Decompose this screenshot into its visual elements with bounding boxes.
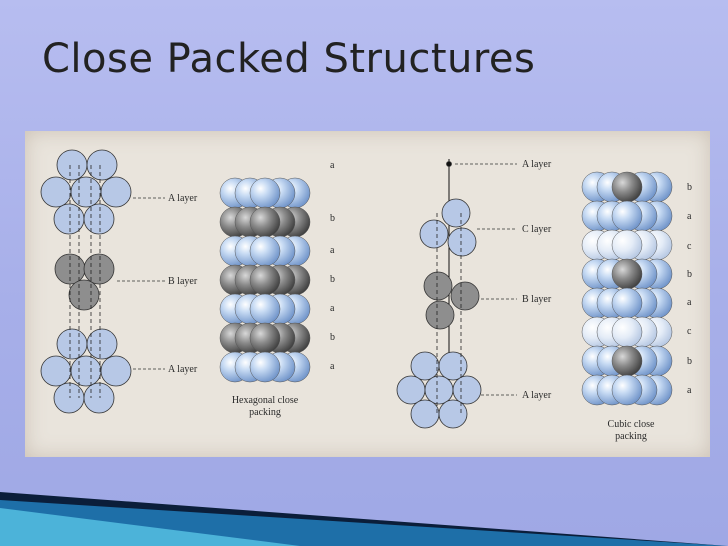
hcp-a-layer-bottom [40, 328, 132, 414]
sphere [249, 351, 281, 383]
ccp-label-b: B layer [522, 294, 552, 305]
hcp-alignment-lines [69, 165, 101, 398]
hcp-stack-column [219, 177, 311, 383]
ccp-label-c: C layer [522, 224, 552, 235]
sphere [611, 316, 643, 348]
ccp-stack-letter: a [687, 297, 692, 308]
hcp-b-layer [54, 253, 115, 311]
ccp-stack-letter: a [687, 385, 692, 396]
ccp-stack-letter: b [687, 182, 692, 193]
sphere [249, 293, 281, 325]
sphere [249, 206, 281, 238]
hcp-stack-letter: b [330, 213, 335, 224]
sphere [611, 258, 643, 290]
hcp-exploded-layers [40, 149, 165, 414]
ccp-caption-line2: packing [615, 431, 647, 442]
close-packing-diagram: A layer B layer A layer a b a b a b a He… [40, 149, 692, 442]
ccp-stack-letter: b [687, 269, 692, 280]
sphere [611, 374, 643, 406]
ccp-caption-line1: Cubic close [608, 419, 655, 430]
hcp-label-a-bottom: A layer [168, 364, 198, 375]
hcp-label-arrows [117, 197, 165, 370]
hcp-caption-line1: Hexagonal close [232, 395, 299, 406]
sphere [249, 235, 281, 267]
hcp-stack-letter: b [330, 274, 335, 285]
ccp-a-layer [396, 351, 482, 429]
ccp-label-arrows [455, 163, 517, 396]
ccp-stack-letter: c [687, 326, 692, 337]
close-packing-figure: A layer B layer A layer a b a b a b a He… [25, 131, 710, 457]
ccp-stack-letter: b [687, 356, 692, 367]
ccp-c-layer [419, 198, 477, 257]
ccp-b-layer [423, 271, 480, 330]
hcp-stack-letter: a [330, 160, 335, 171]
hcp-stack-letter: b [330, 332, 335, 343]
sphere [611, 345, 643, 377]
ccp-label-a-bottom: A layer [522, 390, 552, 401]
hcp-label-b: B layer [168, 276, 198, 287]
ccp-label-a-top: A layer [522, 159, 552, 170]
sphere [249, 177, 281, 209]
ccp-exploded-layers [396, 159, 517, 429]
ccp-stack-column [581, 171, 673, 406]
hcp-label-a-top: A layer [168, 193, 198, 204]
hcp-caption-line2: packing [249, 407, 281, 418]
bottom-decoration [0, 492, 728, 546]
hcp-a-layer-top [40, 149, 132, 235]
ccp-stack-letter: a [687, 211, 692, 222]
slide-title: Close Packed Structures [42, 36, 536, 82]
sphere [611, 287, 643, 319]
sphere [611, 200, 643, 232]
hcp-stack-letter: a [330, 361, 335, 372]
hcp-stack-letter: a [330, 303, 335, 314]
hcp-stack-letter: a [330, 245, 335, 256]
sphere [611, 171, 643, 203]
sphere [249, 322, 281, 354]
sphere [249, 264, 281, 296]
ccp-stack-letter: c [687, 241, 692, 252]
sphere [611, 229, 643, 261]
